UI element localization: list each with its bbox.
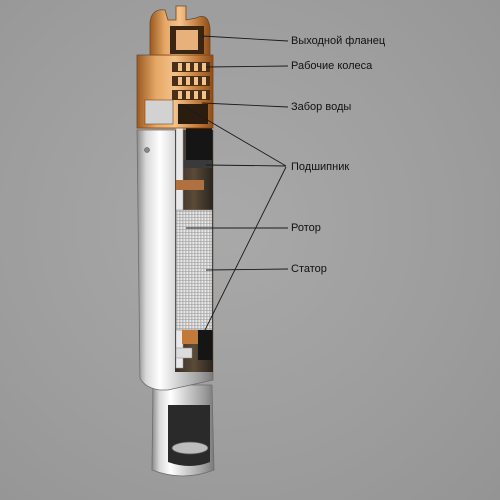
label-outlet-flange: Выходной фланец — [291, 35, 386, 47]
upper-bearing-plate — [176, 160, 212, 168]
leader-lines — [179, 35, 289, 333]
leader-bearing-upper — [179, 103, 287, 167]
label-water-intake: Забор воды — [291, 101, 352, 113]
leader-outlet-flange — [201, 35, 289, 42]
pump-body — [136, 5, 215, 477]
impeller-stage-1 — [172, 62, 210, 72]
leader-bearing-mid — [205, 164, 287, 167]
intake-inner — [178, 104, 208, 124]
housing-screw — [144, 147, 150, 153]
upper-bearing-block — [186, 125, 212, 165]
label-bearing: Подшипник — [291, 161, 350, 173]
intake-window — [144, 99, 174, 125]
label-impellers: Рабочие колеса — [291, 60, 373, 72]
flange-blades — [176, 30, 198, 50]
label-rotor: Ротор — [291, 222, 321, 234]
leader-impellers — [205, 65, 289, 68]
lower-bearing-black — [198, 330, 212, 360]
bottom-cavity — [168, 405, 210, 466]
impeller-stage-3 — [172, 90, 210, 100]
impeller-blades — [178, 63, 206, 99]
bottom-ring — [171, 441, 209, 455]
coupling-ring — [176, 180, 204, 190]
leader-water-intake — [201, 102, 289, 108]
impeller-stage-2 — [172, 76, 210, 86]
label-stator: Статор — [291, 263, 327, 275]
lower-shaft-collar — [175, 347, 193, 359]
leader-stator — [205, 268, 289, 271]
rotor-core — [178, 212, 194, 328]
leader-bearing-lower — [203, 166, 287, 333]
